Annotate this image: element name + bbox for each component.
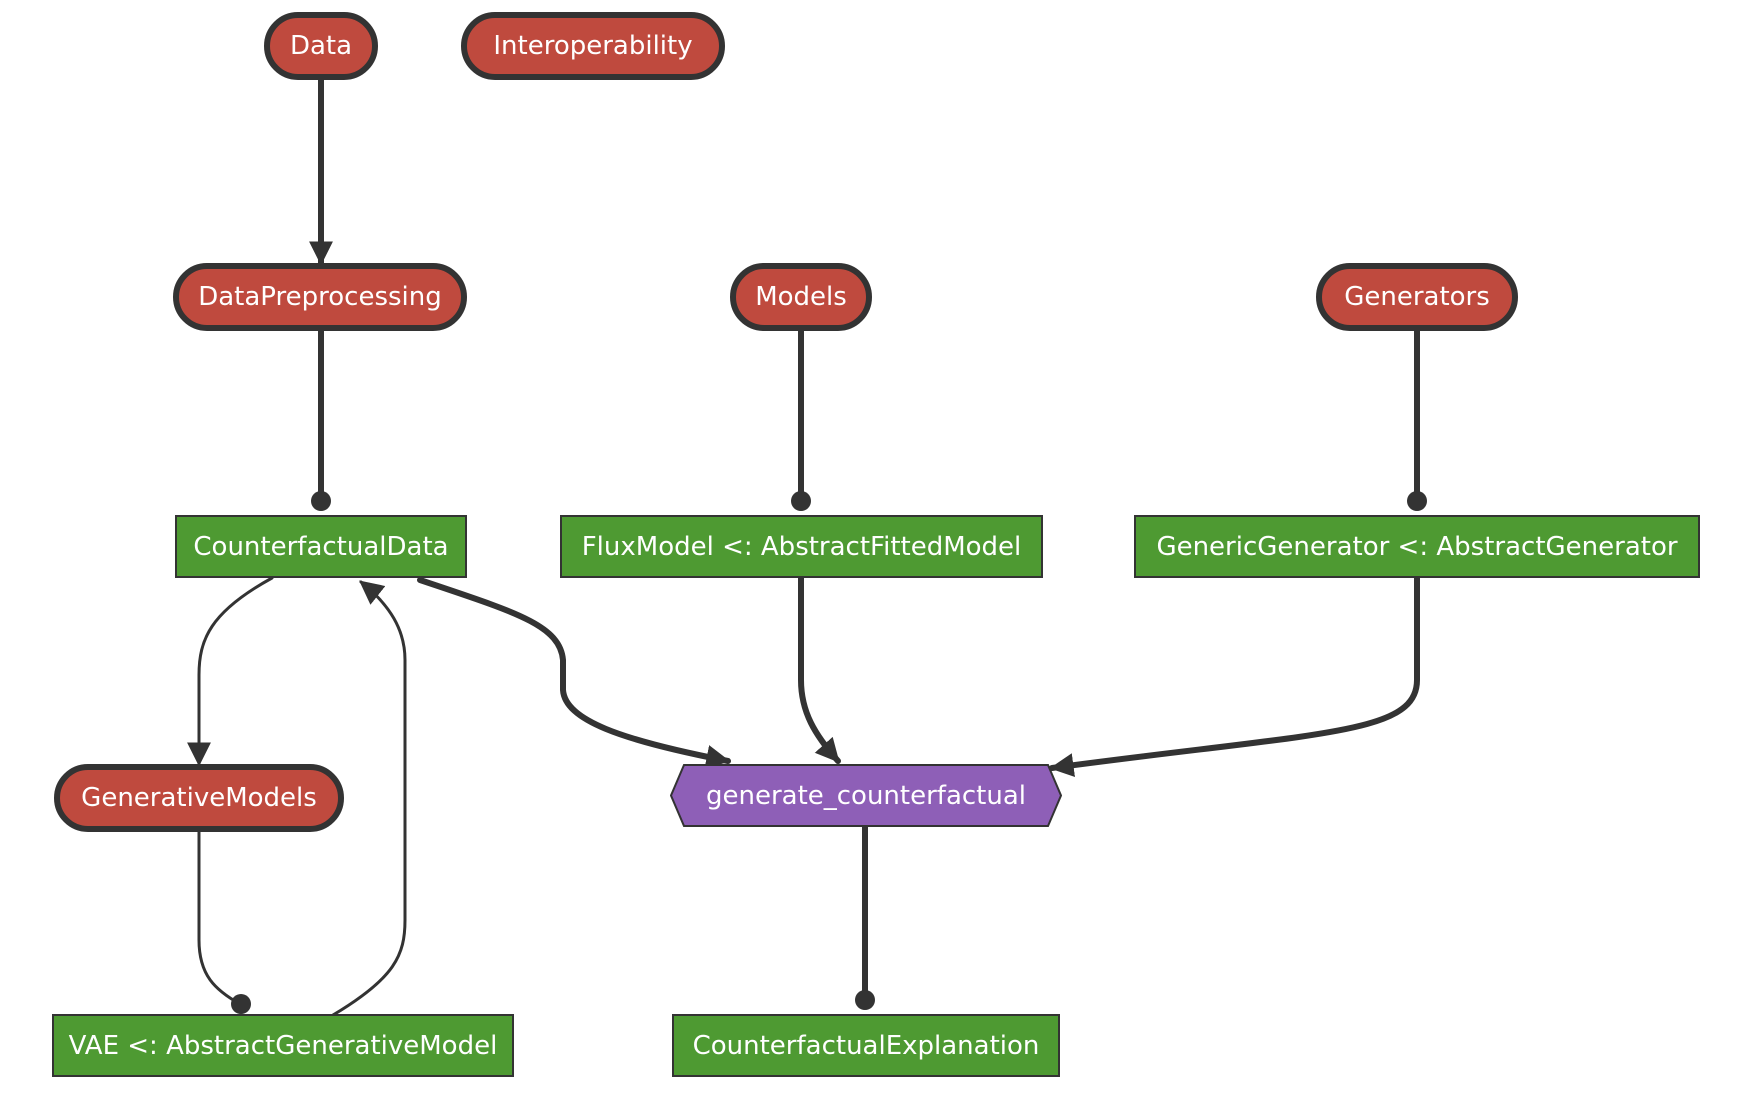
node-fluxmodel-label: FluxModel <: AbstractFittedModel [581,531,1022,562]
dot-vae [231,994,251,1014]
node-models[interactable]: Models [730,263,872,331]
node-vae[interactable]: VAE <: AbstractGenerativeModel [52,1014,514,1077]
dot-counterfactualexplanation [855,990,875,1010]
node-counterfactualexplanation-label: CounterfactualExplanation [692,1030,1040,1061]
edge-counterfactualdata-to-generate-counterfactual [417,577,731,769]
node-counterfactualdata[interactable]: CounterfactualData [175,515,467,578]
node-interoperability[interactable]: Interoperability [461,12,725,80]
node-generators[interactable]: Generators [1316,263,1518,331]
node-generativemodels[interactable]: GenerativeModels [54,764,344,832]
node-interoperability-label: Interoperability [493,31,693,61]
node-generativemodels-label: GenerativeModels [81,783,317,813]
node-data[interactable]: Data [264,12,378,80]
node-data-label: Data [289,31,353,61]
edge-counterfactualdata-to-generativemodels [187,576,274,767]
edge-vae-to-counterfactualdata [331,580,407,1017]
edge-generativemodels-to-vae [197,829,242,1006]
dot-genericgenerator [1407,491,1427,511]
node-generate-counterfactual[interactable]: generate_counterfactual [670,764,1062,827]
hexagon-shape [670,764,1062,827]
edge-genericgenerator-to-generate-counterfactual [1049,575,1420,778]
node-counterfactualexplanation[interactable]: CounterfactualExplanation [672,1014,1060,1077]
node-genericgenerator-label: GenericGenerator <: AbstractGenerator [1156,531,1678,562]
dot-fluxmodel [791,491,811,511]
node-fluxmodel[interactable]: FluxModel <: AbstractFittedModel [560,515,1043,578]
dot-counterfactualdata [311,491,331,511]
node-datapreprocessing[interactable]: DataPreprocessing [173,263,467,331]
node-models-label: Models [755,282,847,312]
edge-fluxmodel-to-generate-counterfactual [798,575,841,764]
node-generators-label: Generators [1344,282,1490,312]
node-vae-label: VAE <: AbstractGenerativeModel [68,1030,498,1061]
node-generate-counterfactual-label: generate_counterfactual [705,780,1027,811]
node-genericgenerator[interactable]: GenericGenerator <: AbstractGenerator [1134,515,1700,578]
node-counterfactualdata-label: CounterfactualData [193,531,449,562]
node-datapreprocessing-label: DataPreprocessing [198,282,442,312]
